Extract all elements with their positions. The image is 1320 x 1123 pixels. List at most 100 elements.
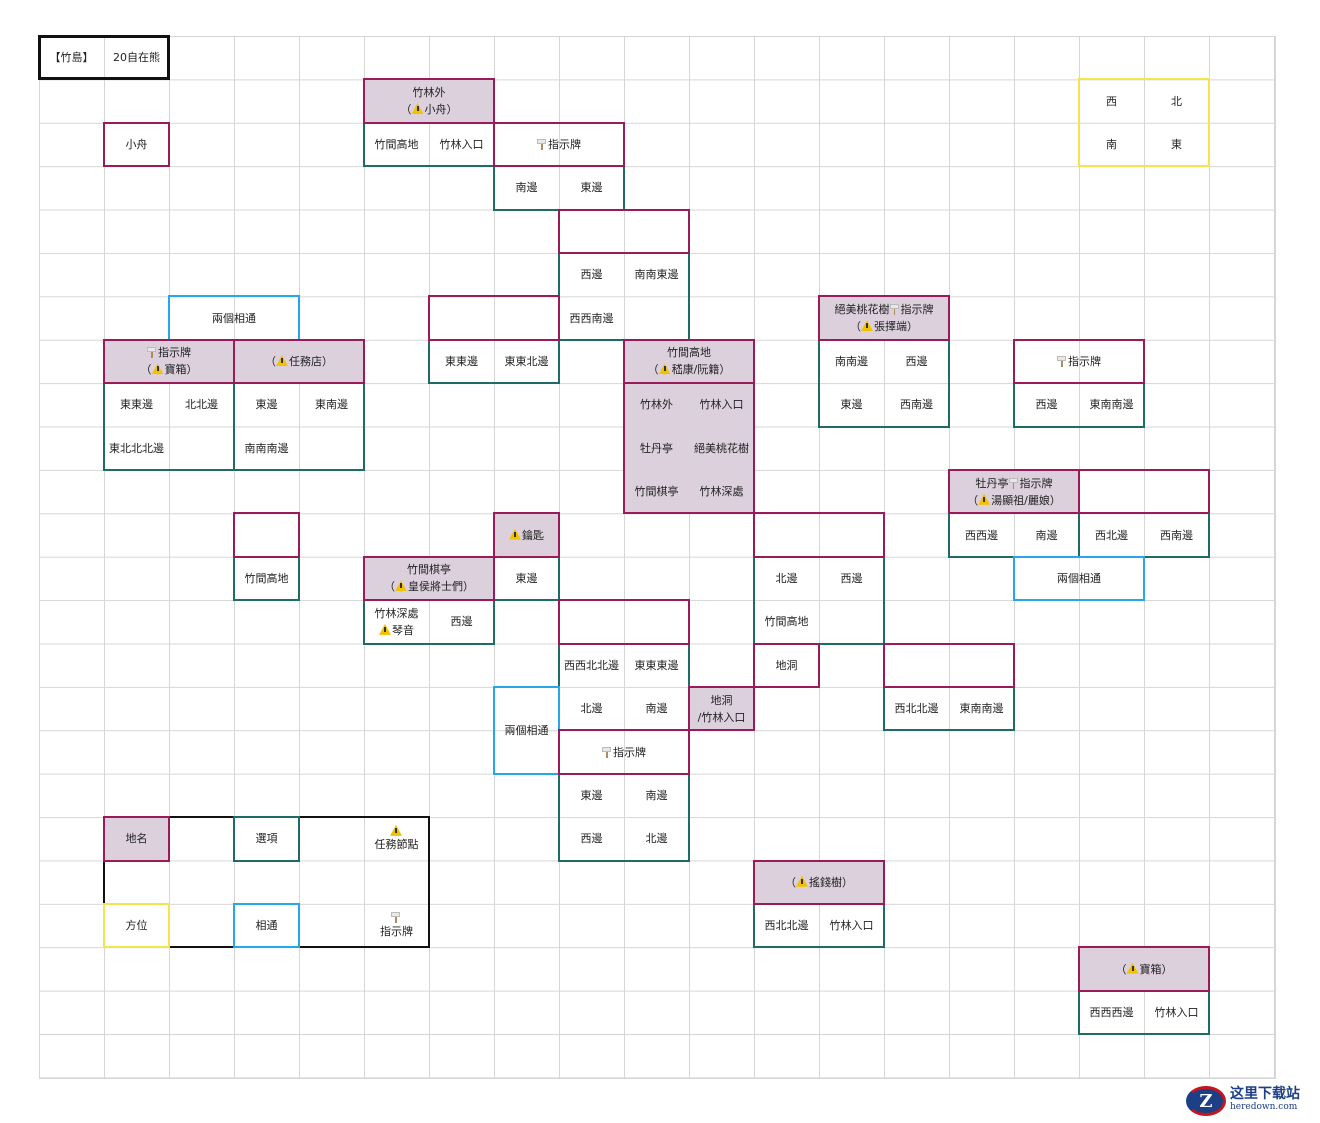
- option: 西邊: [580, 832, 603, 846]
- quest-npc: 寶箱: [164, 363, 187, 377]
- option: 西邊: [1035, 398, 1058, 412]
- option: 西西邊: [965, 528, 998, 542]
- node-name: 絕美桃花樹: [834, 303, 890, 317]
- signpost-icon: [889, 303, 899, 316]
- node-peach-tree: 絕美桃花樹指示牌 （張擇端）: [818, 295, 950, 341]
- node-name: 指示牌: [158, 346, 191, 360]
- link-box: 兩個相通: [493, 686, 560, 775]
- option: 南南邊: [835, 354, 868, 368]
- watermark-logo-icon: Z: [1186, 1086, 1226, 1116]
- paren: ）: [186, 363, 198, 377]
- option: 竹林入口: [439, 137, 484, 151]
- warning-icon: [411, 103, 424, 115]
- option: 南邊: [645, 702, 668, 716]
- node-empty: [753, 512, 885, 558]
- option: 西西南邊: [569, 311, 614, 325]
- option: 竹間棋亭: [634, 485, 679, 499]
- paren: ）: [463, 580, 474, 594]
- option: 東邊: [840, 398, 863, 412]
- paren: （: [140, 363, 152, 377]
- compass-box: [1078, 78, 1210, 168]
- legend-label: 相通: [255, 919, 278, 933]
- node-cave-entrance: 地洞 /竹林入口: [688, 686, 755, 732]
- signpost-icon: [1057, 355, 1066, 367]
- option-label: 竹林深處: [374, 606, 419, 620]
- link-box: 兩個相通: [1013, 555, 1145, 602]
- legend-option: 選項: [233, 816, 300, 862]
- legend-label: 選項: [255, 832, 278, 846]
- legend-label: 指示牌: [380, 925, 413, 939]
- option: 南邊: [515, 181, 538, 195]
- option: 竹林外: [640, 398, 673, 412]
- paren: ）: [446, 103, 458, 117]
- option: 南邊: [645, 788, 668, 802]
- node-name: 竹間棋亭: [407, 563, 451, 577]
- paren: ）: [322, 354, 333, 368]
- sign-label: 指示牌: [1019, 476, 1053, 490]
- option: 南南東邊: [634, 268, 679, 282]
- option: 西北北邊: [764, 919, 809, 933]
- signpost-icon: [1008, 477, 1018, 489]
- node-peony-pavilion: 牡丹亭指示牌 （湯顯祖/麗娘）: [948, 469, 1080, 515]
- region-title: 【竹島】: [49, 51, 94, 65]
- option: 西邊: [905, 354, 928, 368]
- option: 東東東邊: [634, 658, 679, 672]
- option: 西北北邊: [894, 702, 939, 716]
- author: 20自在熊: [113, 51, 160, 65]
- quest-npc: 皇侯將士們: [408, 580, 463, 594]
- option: 東南邊: [315, 398, 348, 412]
- node-name-alt: /竹林入口: [697, 710, 746, 724]
- node-treasure: （寶箱）: [1078, 946, 1210, 992]
- option: 西南邊: [1160, 528, 1193, 542]
- paren: （: [1115, 962, 1127, 976]
- node-cave: 地洞: [753, 642, 820, 688]
- signpost-icon: [147, 346, 156, 359]
- option: 東北北北邊: [109, 441, 164, 455]
- option: 北邊: [580, 702, 603, 716]
- node-empty: [558, 208, 690, 254]
- option: 東東邊: [445, 354, 478, 368]
- node-name: 指示牌: [1068, 354, 1101, 368]
- link-box: 兩個相通: [168, 295, 300, 341]
- watermark-url: heredown.com: [1230, 1102, 1298, 1112]
- node-sign-treasure: 指示牌 （ 寶箱）: [103, 338, 235, 385]
- quest-npc: 寶箱: [1139, 962, 1162, 976]
- option: 南邊: [1035, 528, 1058, 542]
- node-sign: 指示牌: [1013, 338, 1145, 385]
- paren: ）: [719, 363, 731, 377]
- warning-icon: [379, 623, 391, 635]
- node-key: 鑰匙: [493, 512, 560, 558]
- node-zhulinwai: 竹林外 （小舟）: [363, 78, 495, 124]
- sign-label: 指示牌: [900, 303, 934, 317]
- node-name: 指示牌: [548, 137, 581, 151]
- node-name: 地洞: [710, 693, 733, 707]
- quest-npc: 張擇端: [874, 320, 907, 334]
- option: 西邊: [840, 571, 863, 585]
- compass-east: 東: [1171, 137, 1182, 151]
- link-label: 兩個相通: [212, 311, 256, 325]
- node-empty: [428, 295, 560, 341]
- warning-icon: [395, 580, 407, 592]
- watermark-name: 这里下载站: [1230, 1086, 1300, 1102]
- node-sign: 指示牌: [558, 729, 690, 775]
- paren: ）: [842, 875, 853, 889]
- quest-npc: 小舟: [424, 103, 447, 117]
- warning-icon: [1126, 962, 1139, 974]
- warning-icon: [151, 363, 164, 375]
- option: 竹間高地: [764, 615, 809, 629]
- signpost-icon: [391, 911, 400, 924]
- option: 東邊: [515, 571, 538, 585]
- option: 東東邊: [120, 398, 153, 412]
- warning-icon: [509, 528, 521, 540]
- option: 牡丹亭: [640, 441, 673, 455]
- option: 竹林入口: [1154, 1005, 1199, 1019]
- option: 南南南邊: [244, 441, 289, 455]
- option: 西邊: [580, 268, 603, 282]
- node-empty: [233, 512, 300, 558]
- option: 西南邊: [900, 398, 933, 412]
- warning-icon: [390, 824, 402, 836]
- paren: （: [265, 354, 276, 368]
- legend-label: 任務節點: [374, 837, 419, 851]
- option: 竹林深處: [699, 485, 744, 499]
- option: 東南南邊: [959, 702, 1004, 716]
